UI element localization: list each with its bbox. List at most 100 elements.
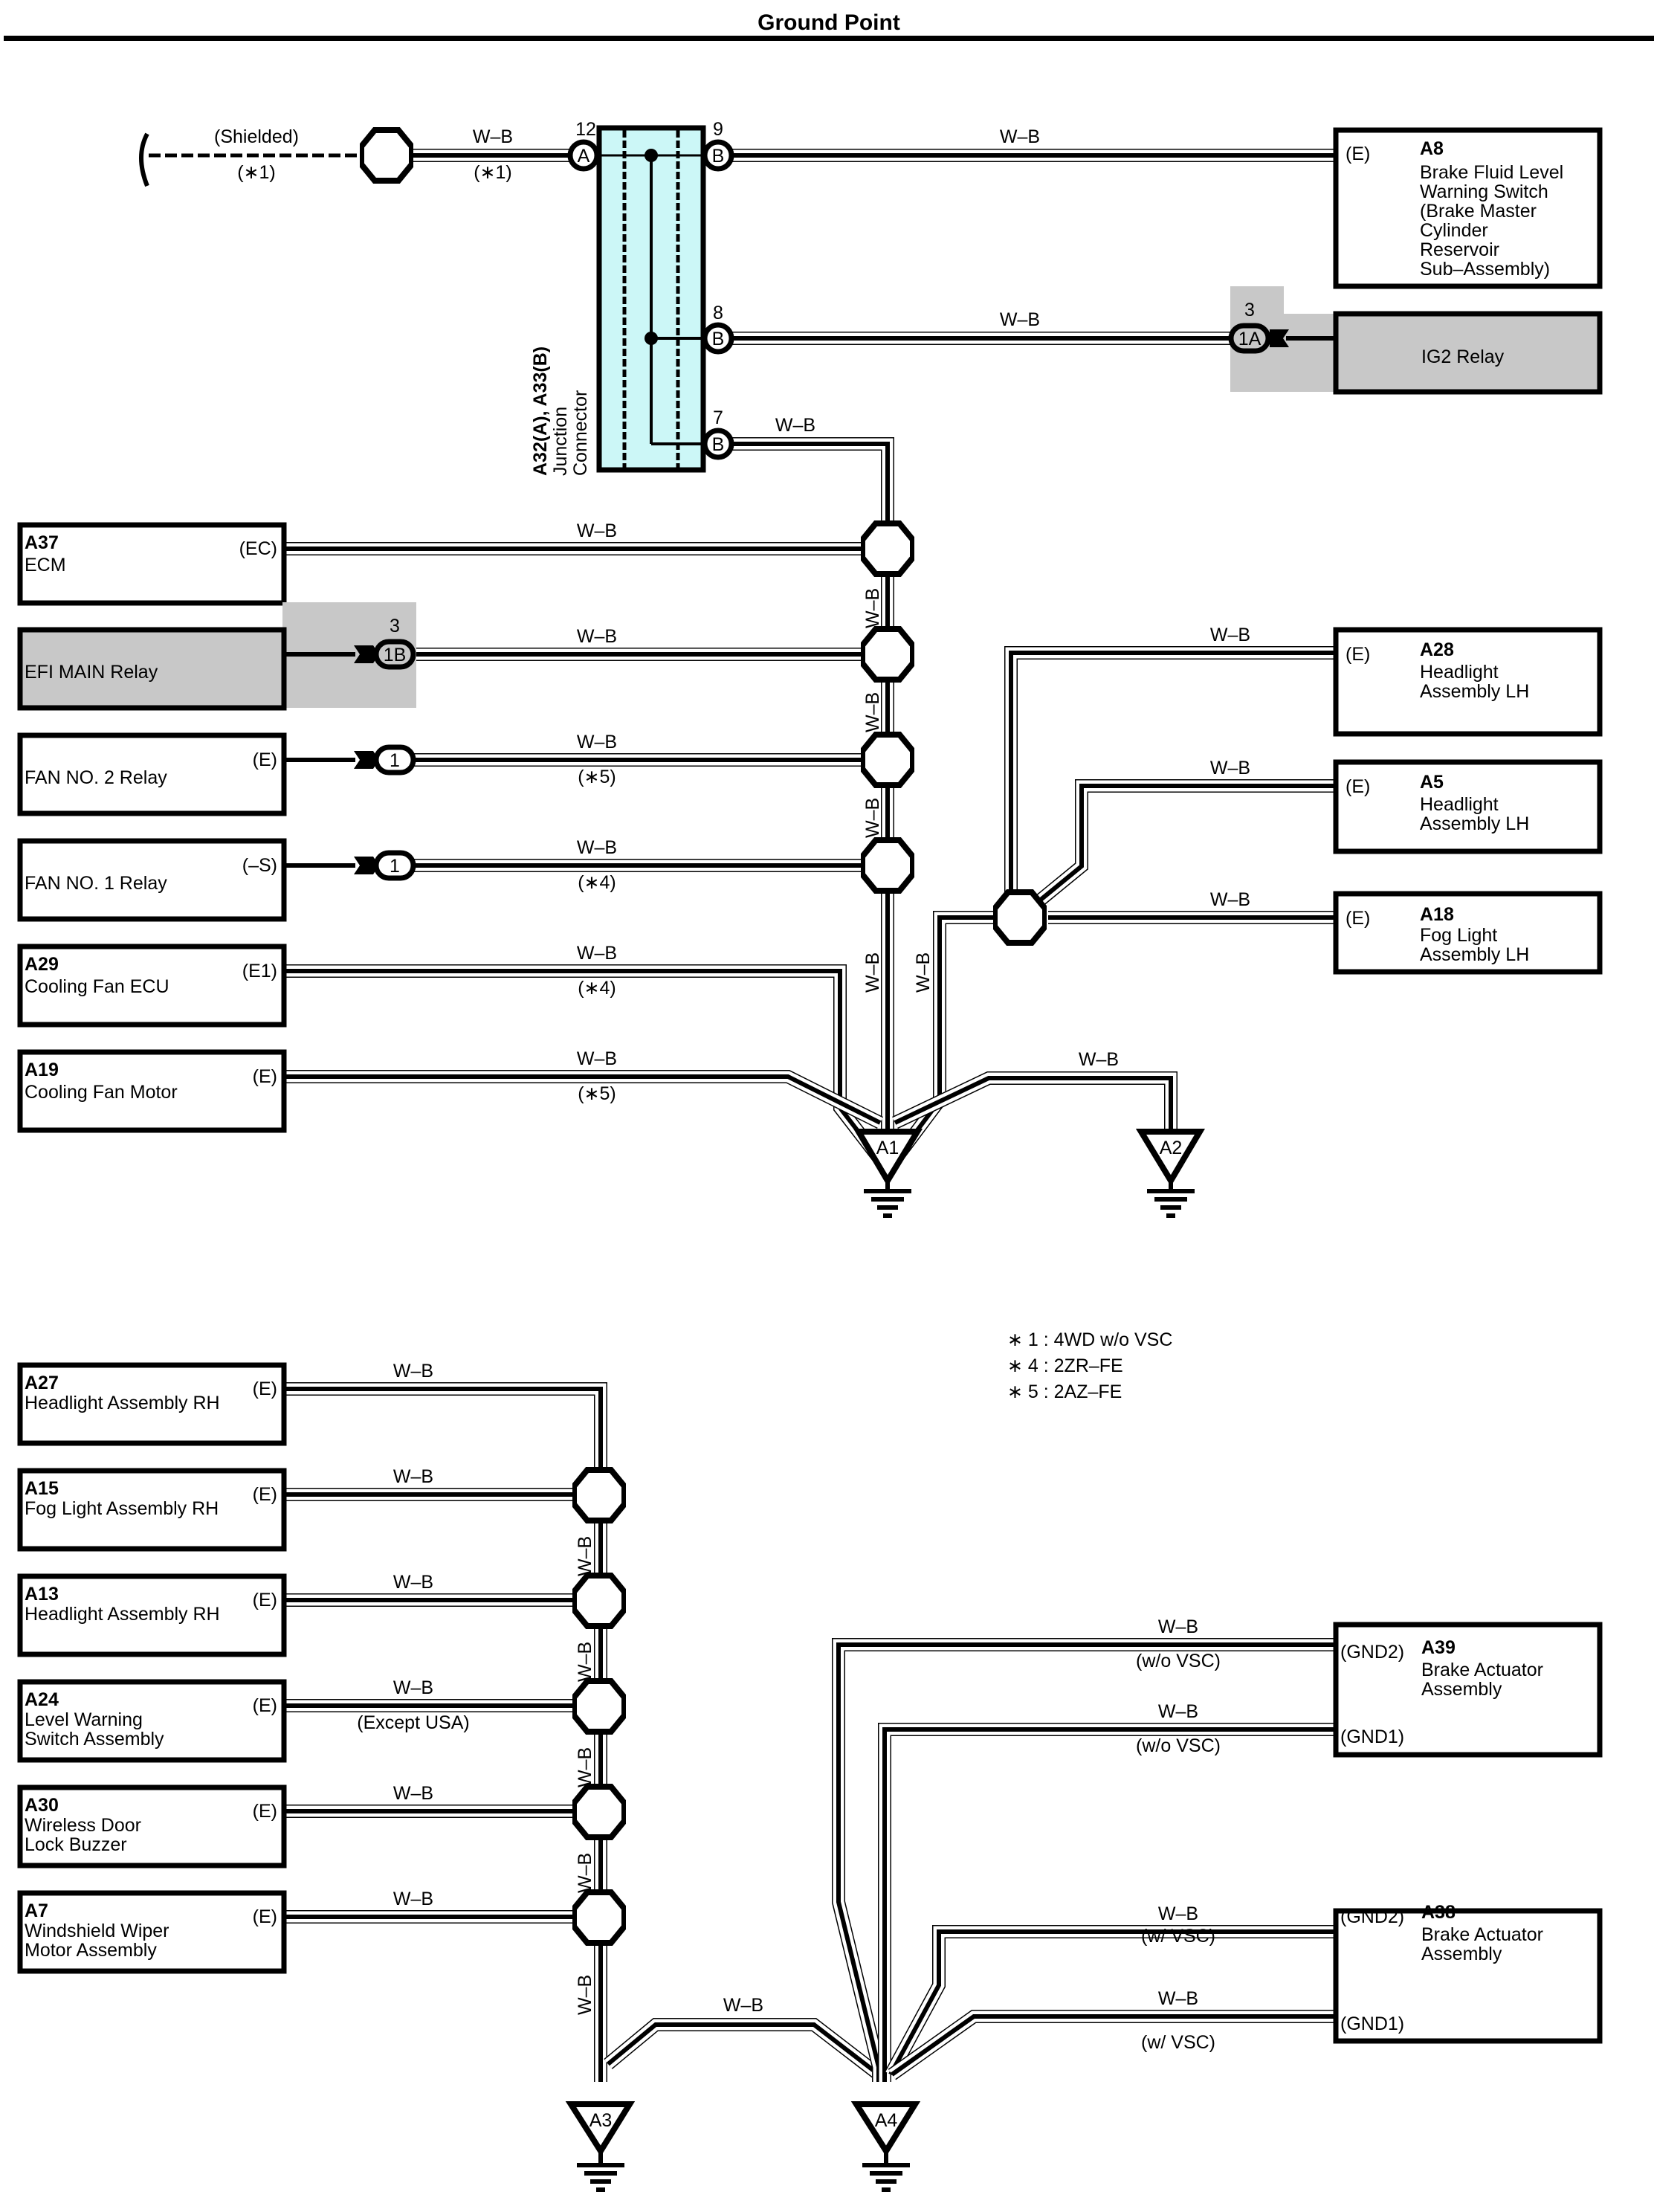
svg-text:(–S): (–S)	[242, 855, 277, 876]
svg-text:(w/ VSC): (w/ VSC)	[1141, 1926, 1215, 1947]
svg-text:Fog Light Assembly RH: Fog Light Assembly RH	[25, 1498, 219, 1519]
svg-text:(E): (E)	[253, 749, 277, 770]
svg-text:(Except USA): (Except USA)	[357, 1712, 469, 1733]
shield-bracket-icon	[139, 132, 149, 187]
svg-text:A30: A30	[25, 1795, 59, 1816]
svg-text:(E1): (E1)	[242, 961, 277, 981]
component-fan-no2-relay[interactable]: FAN NO. 2 Relay (E) 1	[17, 732, 416, 816]
svg-text:Fog Light: Fog Light	[1420, 925, 1497, 946]
bottom-wires	[285, 1382, 1334, 2082]
component-A29[interactable]: A29 Cooling Fan ECU (E1)	[17, 944, 287, 1028]
splice	[862, 523, 913, 574]
svg-text:W–B: W–B	[575, 1642, 595, 1682]
svg-text:Switch Assembly: Switch Assembly	[25, 1729, 164, 1750]
svg-text:W–B: W–B	[393, 1361, 433, 1381]
component-A37-ECM[interactable]: A37 ECM (EC)	[17, 522, 287, 606]
component-A24[interactable]: A24 Level Warning Switch Assembly (E)	[17, 1679, 287, 1763]
svg-text:Cooling Fan Motor: Cooling Fan Motor	[25, 1082, 178, 1103]
component-A7[interactable]: A7 Windshield Wiper Motor Assembly (E)	[17, 1890, 287, 1974]
svg-text:(∗5): (∗5)	[578, 767, 616, 787]
component-IG2-relay[interactable]: IG2 Relay 1A 3	[1228, 286, 1603, 395]
component-A8[interactable]: (E) A8 Brake Fluid Level Warning Switch …	[1333, 127, 1603, 289]
svg-text:8: 8	[713, 303, 723, 323]
svg-text:IG2 Relay: IG2 Relay	[1421, 346, 1505, 367]
component-A13[interactable]: A13 Headlight Assembly RH (E)	[17, 1573, 287, 1657]
svg-text:(∗4): (∗4)	[578, 872, 616, 893]
component-A19[interactable]: A19 Cooling Fan Motor (E)	[17, 1049, 287, 1133]
splice	[862, 629, 913, 680]
ground-A3: A3	[565, 2101, 636, 2192]
svg-text:W–B: W–B	[393, 1466, 433, 1487]
svg-text:7: 7	[713, 407, 723, 428]
svg-text:A24: A24	[25, 1689, 59, 1710]
svg-text:A19: A19	[25, 1060, 59, 1080]
svg-text:W–B: W–B	[575, 1853, 595, 1893]
svg-text:A15: A15	[25, 1478, 59, 1499]
svg-text:A18: A18	[1420, 904, 1454, 925]
svg-text:W–B: W–B	[913, 952, 934, 993]
svg-text:(EC): (EC)	[239, 538, 277, 559]
svg-text:Wireless Door: Wireless Door	[25, 1815, 141, 1836]
svg-text:Brake Fluid Level: Brake Fluid Level	[1420, 162, 1563, 183]
ground-A4: A4	[850, 2101, 921, 2192]
svg-text:1: 1	[390, 856, 400, 877]
wire-A5	[1036, 779, 1334, 905]
svg-text:(w/o VSC): (w/o VSC)	[1136, 1735, 1221, 1756]
connector-arrow-icon	[354, 751, 379, 769]
svg-text:W–B: W–B	[1079, 1049, 1119, 1070]
svg-text:Assembly LH: Assembly LH	[1420, 681, 1529, 702]
svg-text:1B: 1B	[384, 645, 407, 665]
svg-text:Headlight Assembly RH: Headlight Assembly RH	[25, 1393, 220, 1413]
component-A28[interactable]: (E) A28 Headlight Assembly LH	[1333, 627, 1603, 737]
shielded-note: (∗1)	[237, 162, 276, 183]
svg-text:W–B: W–B	[575, 1975, 595, 2015]
svg-text:(GND1): (GND1)	[1340, 2013, 1404, 2034]
svg-text:W–B: W–B	[577, 943, 617, 964]
svg-text:W–B: W–B	[1210, 758, 1250, 778]
svg-text:W–B: W–B	[862, 692, 883, 732]
svg-text:A4: A4	[875, 2110, 898, 2131]
svg-text:A13: A13	[25, 1584, 59, 1605]
svg-text:W–B: W–B	[862, 588, 883, 628]
wire-pin7-trunk	[717, 437, 894, 1164]
component-A27[interactable]: A27 Headlight Assembly RH (E)	[17, 1362, 287, 1446]
component-A15[interactable]: A15 Fog Light Assembly RH (E)	[17, 1468, 287, 1552]
bottom-wire-labels: W–B W–B W–B W–B (Except USA) W–B W–B W–B…	[357, 1361, 1221, 2053]
svg-text:W–B: W–B	[575, 1536, 595, 1576]
svg-text:Level Warning: Level Warning	[25, 1709, 143, 1730]
svg-text:Junction: Junction	[550, 407, 571, 476]
svg-text:A8: A8	[1420, 138, 1444, 159]
svg-text:W–B: W–B	[1210, 889, 1250, 910]
component-A39[interactable]: (GND2) (GND1) A39 Brake Actuator Assembl…	[1333, 1622, 1603, 1758]
svg-text:(GND1): (GND1)	[1340, 1726, 1404, 1747]
pin-A12	[567, 139, 600, 172]
splice	[862, 735, 913, 785]
wire-A19	[285, 1070, 884, 1129]
svg-text:Assembly: Assembly	[1421, 1944, 1502, 1964]
svg-text:(E): (E)	[253, 1906, 277, 1927]
legend: ∗ 1 : 4WD w/o VSC ∗ 4 : 2ZR–FE ∗ 5 : 2AZ…	[1007, 1329, 1172, 1402]
wire-to-A2	[892, 1071, 1177, 1134]
svg-text:W–B: W–B	[1158, 1903, 1198, 1924]
svg-text:A29: A29	[25, 954, 59, 975]
svg-text:A37: A37	[25, 532, 59, 553]
svg-text:W–B: W–B	[1000, 126, 1040, 147]
component-EFI-main-relay[interactable]: EFI MAIN Relay 1B 3	[17, 602, 416, 711]
junction-label: A32(A), A33(B) Junction Connector	[530, 346, 591, 476]
component-A30[interactable]: A30 Wireless Door Lock Buzzer (E)	[17, 1784, 287, 1868]
component-A5[interactable]: (E) A5 Headlight Assembly LH	[1333, 759, 1603, 854]
svg-text:(E): (E)	[253, 1379, 277, 1399]
pin-B9	[702, 139, 734, 172]
svg-text:Brake Actuator: Brake Actuator	[1421, 1660, 1543, 1680]
svg-text:W–B: W–B	[577, 626, 617, 647]
shielded-label: (Shielded)	[214, 126, 299, 147]
svg-text:(GND2): (GND2)	[1340, 1642, 1404, 1663]
svg-text:(w/ VSC): (w/ VSC)	[1141, 2032, 1215, 2053]
svg-text:Lock Buzzer: Lock Buzzer	[25, 1834, 127, 1855]
svg-text:(E): (E)	[1346, 644, 1370, 665]
svg-text:12: 12	[575, 119, 596, 140]
component-fan-no1-relay[interactable]: FAN NO. 1 Relay (–S) 1	[17, 838, 416, 922]
component-A38[interactable]: (GND2) (GND1) A38 Brake Actuator Assembl…	[1333, 1902, 1603, 2044]
component-A18[interactable]: (E) A18 Fog Light Assembly LH	[1333, 891, 1603, 975]
splice-shield	[361, 130, 412, 181]
